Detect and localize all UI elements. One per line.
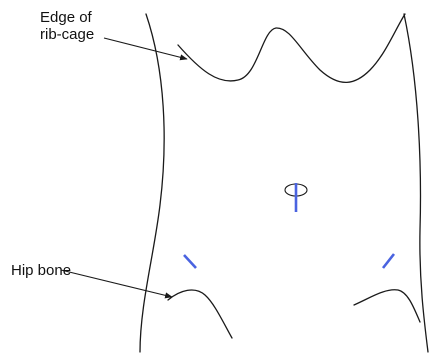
hip-pointer [61, 270, 172, 297]
torso-left-outline [140, 14, 164, 352]
hip-bone-label: Hip bone [11, 262, 71, 279]
incision-right [383, 254, 394, 268]
ribcage-label: Edge of rib-cage [40, 9, 94, 43]
left-hip-bone [168, 290, 232, 338]
incision-left [184, 255, 196, 268]
torso-right-outline [404, 14, 428, 352]
right-hip-bone [354, 290, 420, 322]
ribcage-label-line1: Edge of [40, 9, 94, 26]
ribcage-pointer [104, 38, 187, 59]
ribcage-edge-curve [178, 14, 405, 82]
ribcage-label-line2: rib-cage [40, 26, 94, 43]
